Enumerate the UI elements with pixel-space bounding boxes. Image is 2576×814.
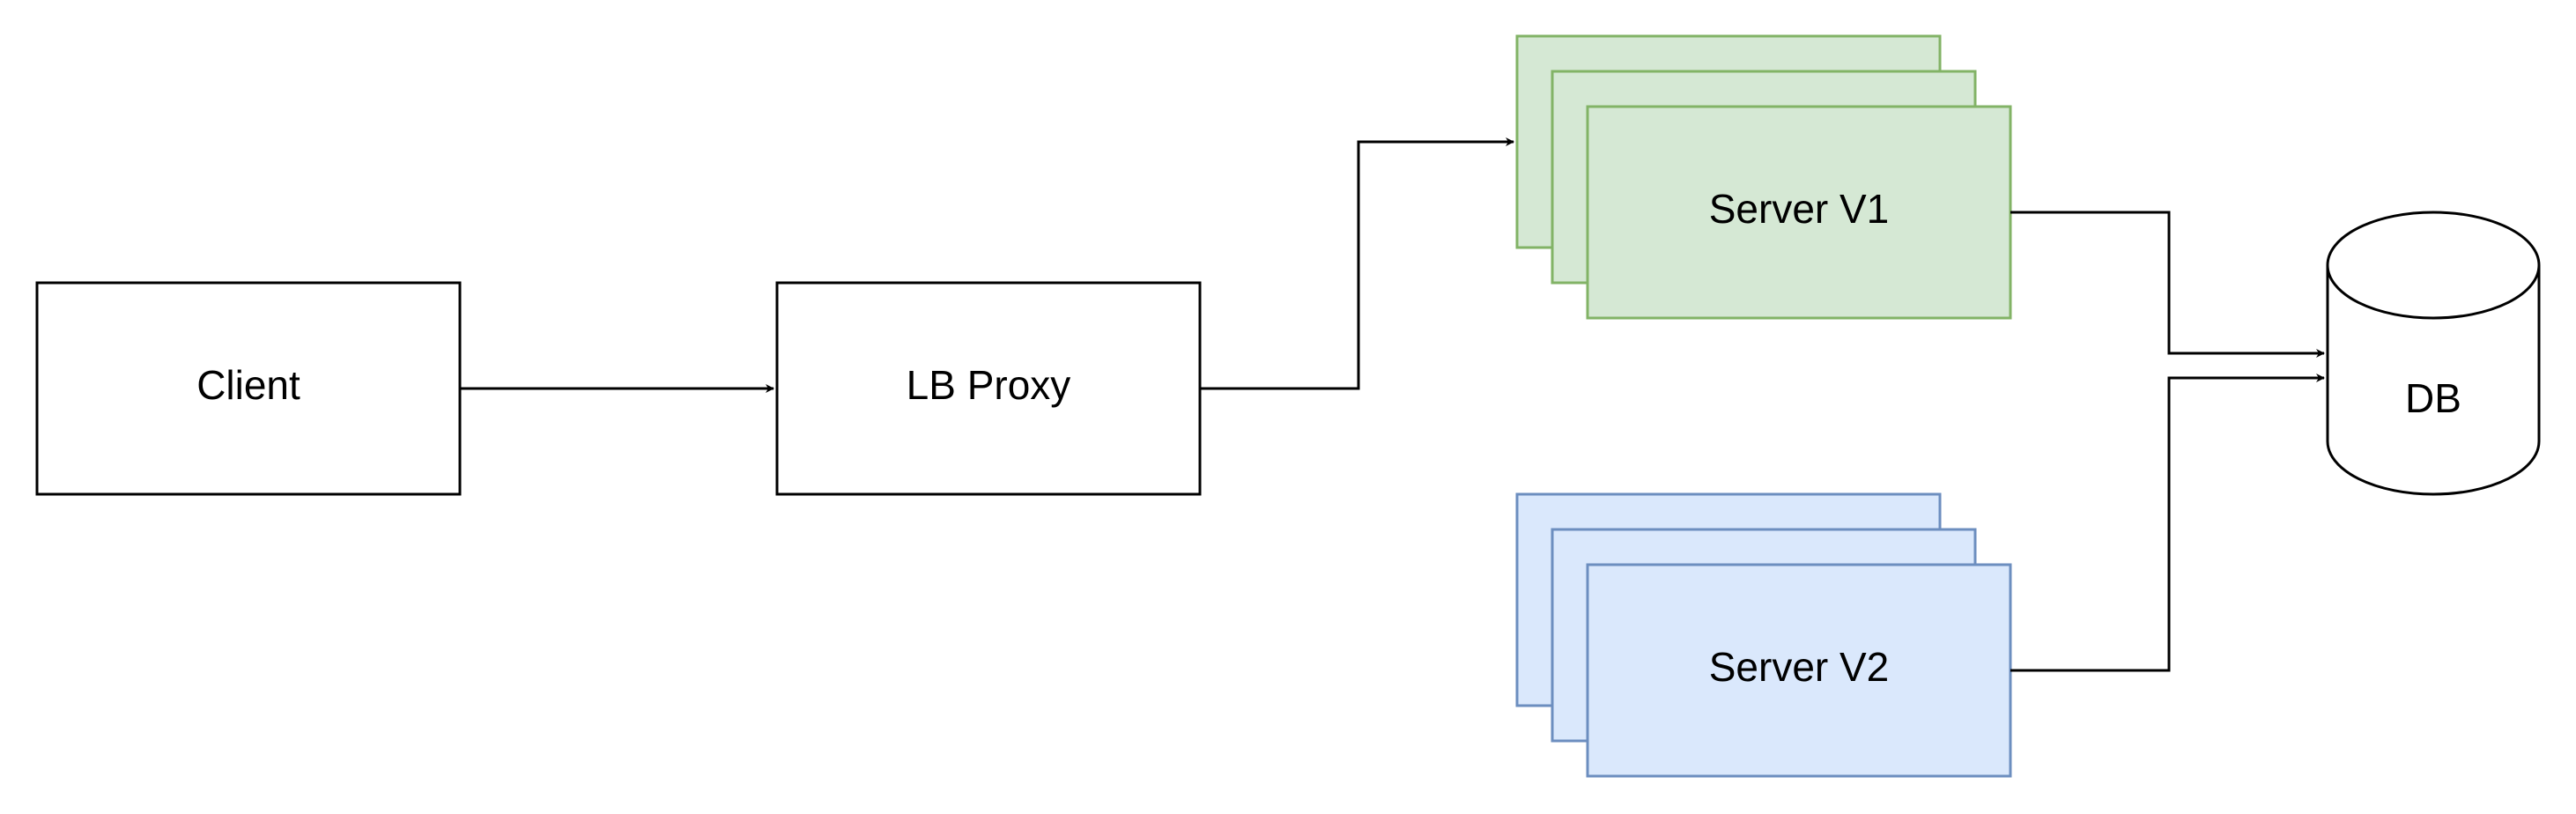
server-v2-front-box bbox=[1586, 563, 2012, 778]
lb-proxy-label: LB Proxy bbox=[907, 362, 1071, 408]
server-v1-label: Server V1 bbox=[1709, 186, 1890, 232]
server-v1-front-box bbox=[1586, 105, 2012, 320]
client-box bbox=[35, 281, 462, 496]
server-v2-stack[interactable]: Server V2 bbox=[1515, 492, 2012, 778]
server-v2-label: Server V2 bbox=[1709, 644, 1890, 690]
db-cylinder-top bbox=[2326, 211, 2541, 320]
db-label: DB bbox=[2405, 375, 2461, 421]
lb-proxy-node[interactable]: LB Proxy bbox=[775, 281, 1202, 496]
lb-proxy-box bbox=[775, 281, 1202, 496]
edge-server-v1-to-db bbox=[2010, 211, 2325, 358]
edge-lb-proxy-to-server-v1 bbox=[1200, 137, 1514, 390]
db-cylinder-body bbox=[2326, 265, 2541, 496]
client-label: Client bbox=[196, 362, 300, 408]
client-node[interactable]: Client bbox=[35, 281, 462, 496]
server-v1-stack[interactable]: Server V1 bbox=[1515, 34, 2012, 320]
db-node[interactable]: DB bbox=[2326, 211, 2541, 496]
edge-server-v2-to-db bbox=[2010, 374, 2325, 672]
